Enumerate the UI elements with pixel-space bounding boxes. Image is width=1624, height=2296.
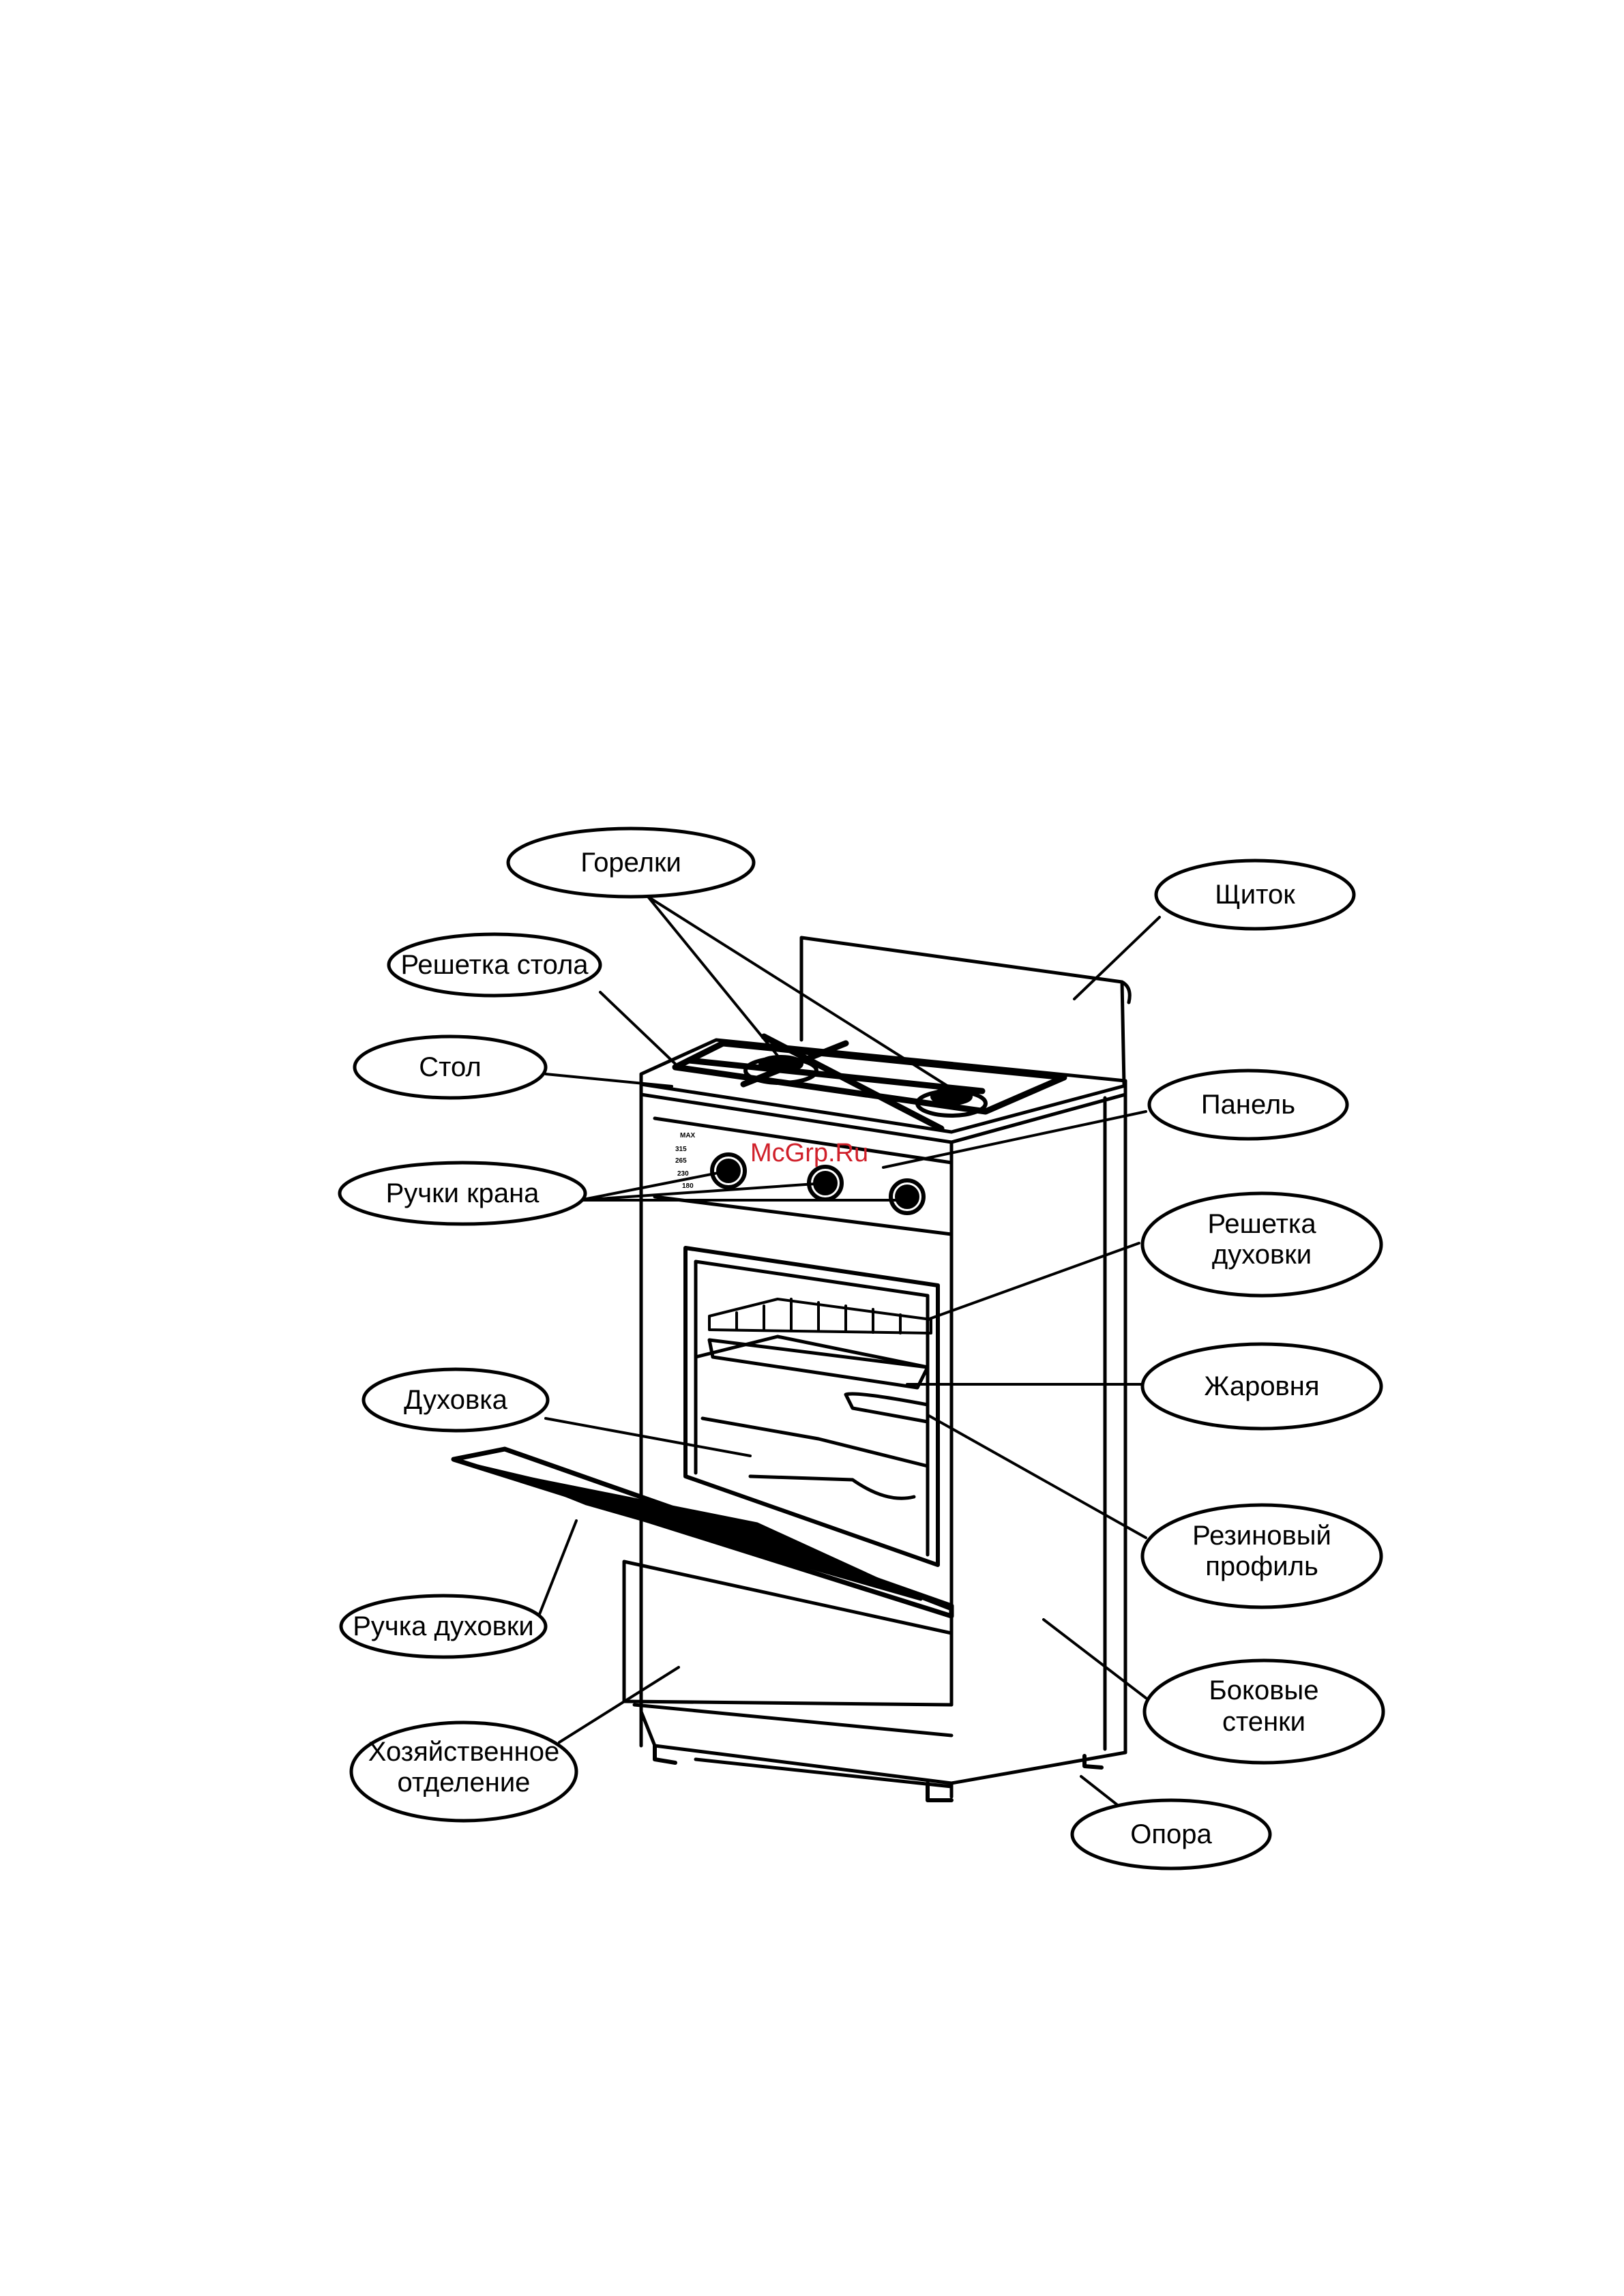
stove-side-wall bbox=[951, 1094, 1125, 1783]
dial-mark: 230 bbox=[677, 1170, 689, 1178]
label-hob-grate: Решетка стола bbox=[400, 950, 589, 980]
rubber-seal-shape bbox=[846, 1394, 928, 1422]
label-rubber-seal-line1: Резиновый bbox=[1192, 1521, 1331, 1551]
leader-rubber-seal bbox=[928, 1415, 1146, 1538]
leader-hob-grate bbox=[600, 992, 675, 1064]
label-oven-rack-line2: духовки bbox=[1212, 1240, 1312, 1270]
label-side-walls-line2: стенки bbox=[1222, 1707, 1305, 1737]
label-rubber-seal-line2: профиль bbox=[1205, 1551, 1318, 1581]
label-storage-line2: отделение bbox=[398, 1768, 531, 1798]
leader-oven bbox=[546, 1418, 750, 1456]
storage-drawer-shape bbox=[624, 1562, 951, 1705]
label-backsplash: Щиток bbox=[1215, 880, 1295, 910]
dial-mark: 265 bbox=[675, 1157, 687, 1165]
leader-oven-rack bbox=[928, 1243, 1139, 1320]
label-oven-handle: Ручка духовки bbox=[353, 1611, 534, 1641]
label-hob-top: Стол bbox=[419, 1052, 481, 1082]
dial-mark: 180 bbox=[682, 1182, 694, 1190]
label-side-walls-line1: Боковые bbox=[1209, 1675, 1319, 1705]
dial-mark: MAX bbox=[680, 1132, 696, 1139]
label-burners: Горелки bbox=[580, 848, 681, 878]
backsplash-shape bbox=[801, 938, 1130, 1084]
leader-storage bbox=[559, 1667, 679, 1742]
label-panel: Панель bbox=[1201, 1090, 1295, 1120]
label-oven: Духовка bbox=[404, 1385, 507, 1415]
watermark: McGrp.Ru bbox=[750, 1139, 868, 1167]
leader-side-walls bbox=[1044, 1620, 1146, 1698]
leader-hob-top bbox=[546, 1074, 672, 1086]
hob-grate-shape bbox=[675, 1037, 1064, 1129]
label-oven-rack-line1: Решетка bbox=[1207, 1209, 1316, 1239]
label-foot: Опора bbox=[1130, 1819, 1212, 1849]
stove-drawing bbox=[454, 938, 1130, 1800]
oven-rack-shape bbox=[709, 1299, 931, 1333]
leader-backsplash bbox=[1074, 917, 1160, 999]
stove-base bbox=[641, 1712, 951, 1797]
label-roasting-pan: Жаровня bbox=[1204, 1371, 1319, 1401]
label-knobs: Ручки крана bbox=[386, 1178, 540, 1208]
dial-mark: 315 bbox=[675, 1146, 687, 1153]
label-storage-line1: Хозяйственное bbox=[368, 1737, 559, 1767]
